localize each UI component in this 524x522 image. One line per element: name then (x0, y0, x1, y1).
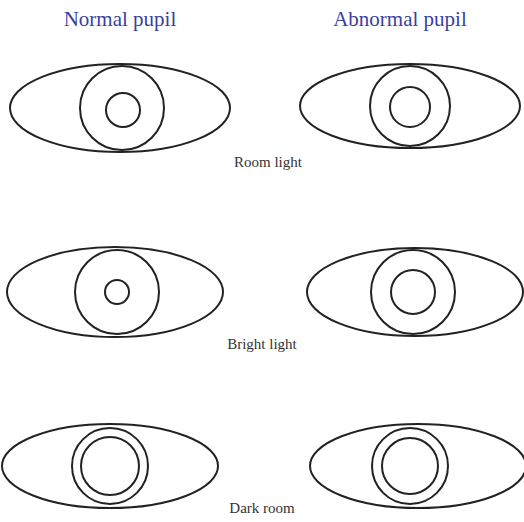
eye-outline (307, 248, 523, 336)
row-label: Dark room (229, 500, 294, 517)
eye-outline (310, 424, 524, 508)
column-heading: Abnormal pupil (333, 8, 467, 31)
iris (80, 66, 164, 150)
row-label: Room light (234, 154, 302, 171)
iris (372, 428, 448, 504)
eye-outline (2, 424, 218, 508)
eye-outline (300, 64, 520, 148)
pupil (382, 438, 438, 494)
iris (370, 66, 450, 146)
pupil (81, 437, 139, 495)
iris (72, 428, 148, 504)
pupil (106, 93, 140, 127)
iris (371, 250, 455, 334)
eye-outline (10, 64, 230, 152)
iris (75, 250, 159, 334)
row-label: Bright light (227, 336, 297, 353)
pupil (105, 280, 129, 304)
pupil (391, 270, 435, 314)
column-heading: Normal pupil (64, 8, 177, 31)
eye-outline (7, 247, 223, 337)
pupil (390, 87, 430, 127)
